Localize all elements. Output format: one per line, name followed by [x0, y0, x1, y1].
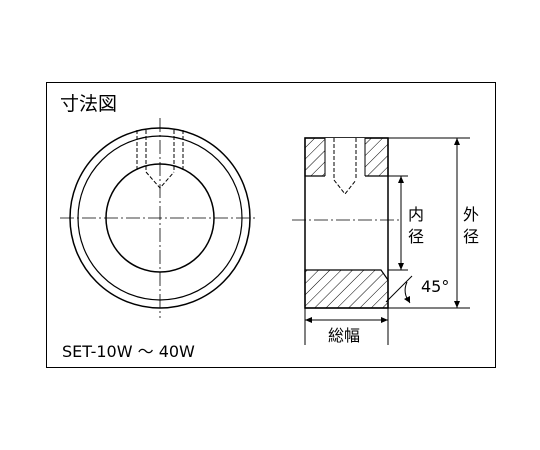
- section-view: [292, 137, 470, 345]
- outer-diameter-label-2: 径: [463, 227, 479, 246]
- outer-diameter-label-1: 外: [463, 205, 479, 224]
- inner-diameter-label-1: 内: [408, 205, 424, 224]
- inner-diameter-label-2: 径: [408, 227, 424, 246]
- chamfer-angle-indicator: [385, 275, 413, 304]
- set-screw-hole-section: [325, 138, 365, 182]
- bottom-wall-section: [304, 269, 389, 309]
- total-width-dimension: [304, 308, 389, 345]
- total-width-label: 総幅: [328, 326, 360, 345]
- outer-diameter-dimension: [388, 137, 470, 309]
- inner-diameter-dimension: [388, 175, 408, 271]
- chamfer-angle-label: 45°: [421, 277, 449, 296]
- drawing-frame: [46, 82, 496, 368]
- diagram-title: 寸法図: [60, 93, 117, 115]
- set-screw-hole-front: [136, 130, 184, 189]
- model-range-label: SET-10W ～ 40W: [62, 342, 195, 361]
- front-view: [60, 118, 258, 318]
